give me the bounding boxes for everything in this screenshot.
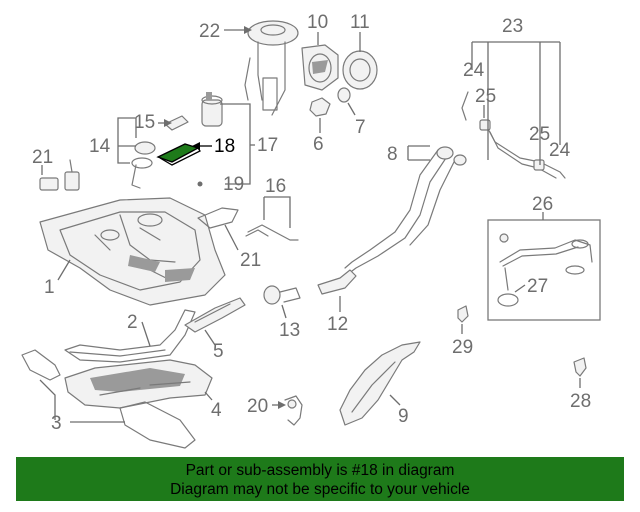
callout-1: 1: [44, 277, 55, 298]
callout-8: 8: [387, 144, 398, 165]
fuel-sender-gauge-part[interactable]: [244, 20, 299, 116]
callout-2: 2: [127, 312, 138, 333]
grommet-29-part[interactable]: [457, 305, 469, 323]
callout-4: 4: [211, 400, 222, 421]
callout-13: 13: [279, 320, 300, 341]
callout-22: 22: [199, 21, 220, 42]
callout-21-left: 21: [32, 147, 53, 168]
sender-parts-14-15[interactable]: [131, 115, 189, 189]
leader-17: [220, 103, 251, 185]
leader-1: [57, 259, 71, 281]
callout-15: 15: [134, 112, 155, 133]
callout-17: 17: [257, 135, 278, 156]
sensor-21-part[interactable]: [39, 159, 80, 191]
leader-21-right: [224, 224, 239, 251]
notice-banner: Part or sub-assembly is #18 in diagram D…: [16, 457, 624, 501]
leader-23: [471, 41, 561, 165]
vent-tube-part[interactable]: [197, 207, 299, 241]
callout-11: 11: [350, 12, 370, 33]
sub-assembly-26-box: [487, 219, 601, 321]
gasket-7-part[interactable]: [337, 87, 351, 103]
callout-26: 26: [532, 194, 553, 215]
cap-6-part[interactable]: [309, 97, 331, 117]
filler-cap-11-part[interactable]: [342, 50, 378, 90]
callout-24-top: 24: [463, 60, 485, 81]
callout-10: 10: [307, 12, 328, 33]
callout-28: 28: [570, 391, 591, 412]
callout-12: 12: [327, 314, 348, 335]
bracket-part[interactable]: [21, 349, 196, 449]
gasket-set-27-part[interactable]: [497, 233, 593, 307]
heat-shield-part[interactable]: [64, 309, 196, 363]
callout-27: 27: [527, 276, 548, 297]
callout-6: 6: [313, 134, 324, 155]
guard-9-part[interactable]: [339, 341, 421, 426]
clip-28-part[interactable]: [573, 357, 587, 377]
clamp-19-part[interactable]: [197, 181, 203, 187]
callout-9: 9: [398, 406, 409, 427]
callout-25-right: 25: [529, 124, 550, 145]
leader-16: [263, 196, 291, 228]
callout-16: 16: [265, 176, 286, 197]
callout-29: 29: [452, 337, 473, 358]
fuel-tank-part[interactable]: [39, 197, 226, 306]
callout-18: 18: [214, 136, 235, 157]
callout-20: 20: [247, 396, 268, 417]
callout-25-top: 25: [475, 86, 496, 107]
filler-housing-10-part[interactable]: [301, 44, 339, 91]
leader-3a: [39, 379, 56, 420]
callout-5: 5: [213, 341, 224, 362]
leader-8: [407, 145, 430, 161]
notice-line-1: Part or sub-assembly is #18 in diagram: [185, 462, 455, 479]
callout-3: 3: [51, 413, 62, 434]
filler-pipe-part[interactable]: [344, 146, 467, 275]
filter-part-18[interactable]: [156, 143, 201, 166]
callout-14: 14: [89, 136, 111, 157]
notice-line-2: Diagram may not be specific to your vehi…: [170, 481, 470, 498]
leader-4: [204, 391, 213, 401]
bolt-20-part[interactable]: [284, 395, 303, 426]
callout-21-right: 21: [240, 250, 261, 271]
leader-14: [117, 117, 137, 164]
hose-12-part[interactable]: [317, 269, 357, 295]
callout-7: 7: [355, 117, 366, 138]
under-cover-part[interactable]: [64, 359, 213, 409]
leader-5: [204, 329, 216, 346]
callout-24-right: 24: [549, 140, 571, 161]
valve-13-part[interactable]: [263, 285, 301, 305]
protector-part[interactable]: [184, 297, 246, 333]
callout-23: 23: [502, 16, 523, 37]
callout-19: 19: [223, 174, 244, 195]
leader-2: [141, 321, 151, 347]
fuel-pump-part[interactable]: [201, 92, 223, 127]
